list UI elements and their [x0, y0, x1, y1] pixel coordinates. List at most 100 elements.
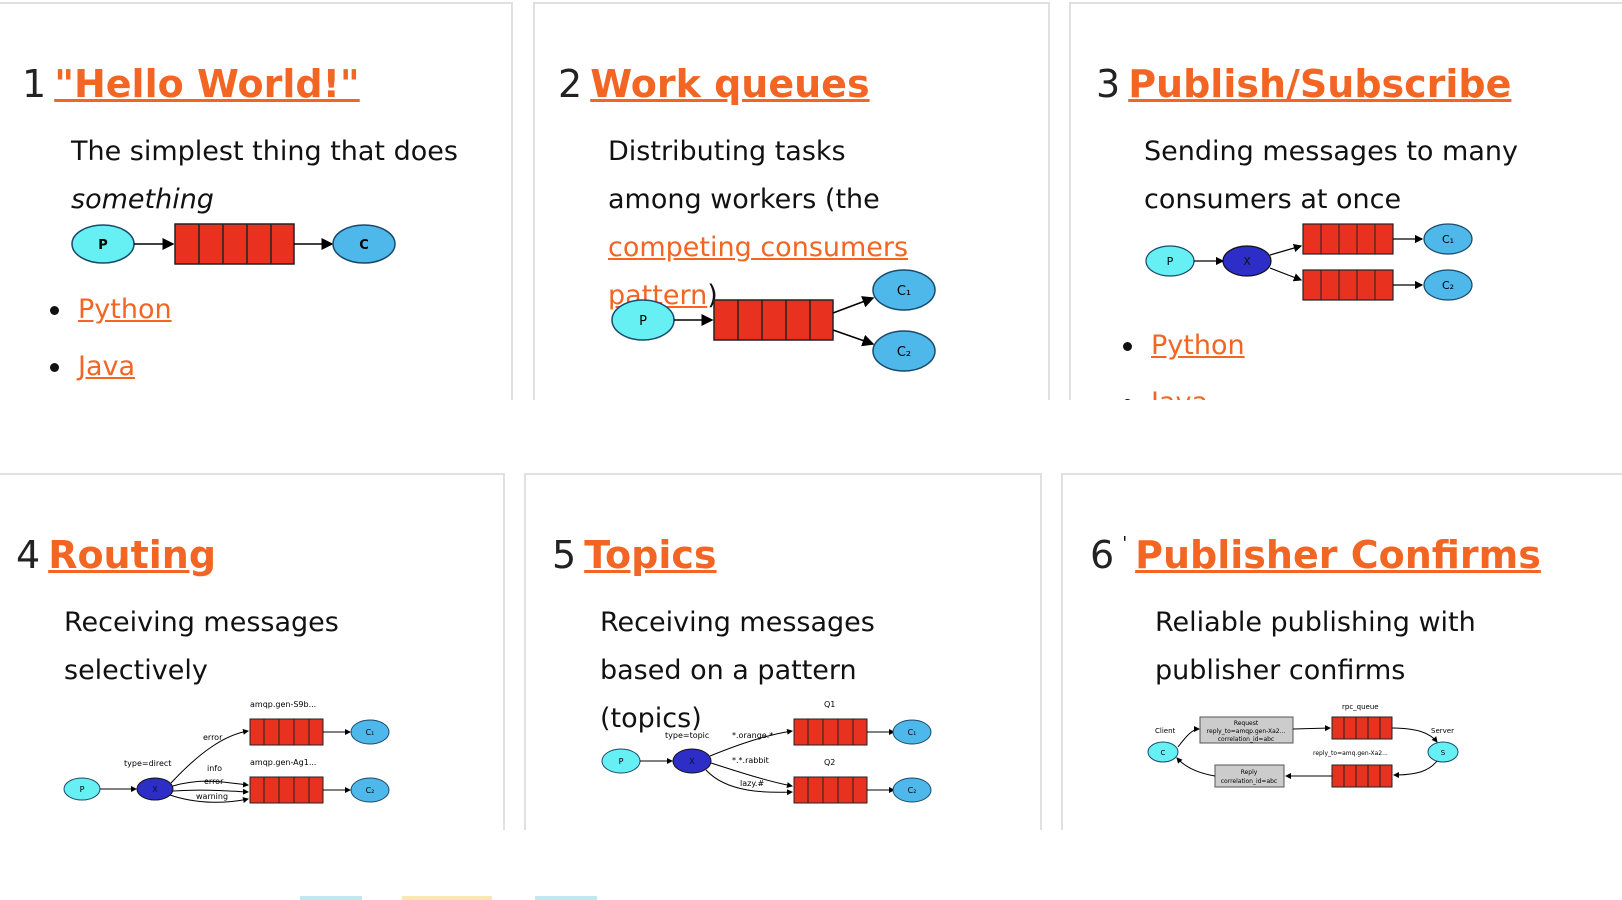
card-number: 4 [16, 533, 41, 577]
card-title: 6 ' Publisher Confirms [1090, 533, 1541, 577]
routing-diagram: P type=direct X error info error warning… [63, 700, 390, 804]
svg-text:X: X [689, 757, 695, 766]
svg-text:type=direct: type=direct [124, 759, 171, 768]
bottom-decoration-1 [300, 896, 362, 900]
card-number: 1 [22, 62, 47, 106]
svg-text:correlation_id=abc: correlation_id=abc [1218, 736, 1274, 743]
svg-text:amqp.gen-S9b...: amqp.gen-S9b... [250, 700, 316, 709]
card-number: 2 [558, 62, 583, 106]
queue-1-node [249, 718, 324, 746]
publisher-confirms-diagram: Client C Request reply_to=amqp.gen-Xa2..… [1147, 703, 1459, 788]
reply-queue-node [1331, 764, 1393, 788]
queue-node [713, 299, 834, 341]
svg-text:C₂: C₂ [908, 786, 917, 795]
title-link-publisher-confirms[interactable]: Publisher Confirms [1135, 533, 1541, 577]
client-node [1147, 741, 1179, 763]
svg-text:C: C [359, 238, 369, 253]
language-links: Python Java [48, 290, 172, 400]
svg-text:Server: Server [1431, 727, 1454, 735]
title-link-work-queues[interactable]: Work queues [590, 62, 870, 106]
svg-text:lazy.#: lazy.# [740, 779, 764, 788]
consumer-1-node [1423, 223, 1473, 255]
list-item: Java [48, 347, 172, 400]
consumer-2-node [892, 777, 932, 803]
consumer-2-node [872, 330, 936, 372]
svg-text:P: P [98, 238, 108, 253]
consumer-node [332, 224, 396, 264]
work-queues-diagram: P C₁ C₂ [611, 269, 936, 372]
list-item: Python [1121, 326, 1245, 383]
consumer-2-node [350, 777, 390, 803]
svg-text:S: S [1441, 749, 1446, 757]
svg-text:X: X [1243, 255, 1251, 268]
svg-text:warning: warning [196, 792, 228, 801]
list-item: Java [1121, 383, 1245, 400]
stray-tick: ' [1122, 533, 1128, 554]
svg-text:type=topic: type=topic [665, 731, 709, 740]
svg-text:correlation_id=abc: correlation_id=abc [1221, 778, 1277, 785]
svg-text:C₁: C₁ [1442, 233, 1454, 246]
bottom-decoration-2 [402, 896, 492, 900]
card-description: Reliable publishing with publisher confi… [1155, 607, 1476, 686]
publish-subscribe-diagram: P X C₁ C₂ [1145, 223, 1473, 301]
queue-2-node [1302, 269, 1394, 301]
reply-message-box: Reply correlation_id=abc [1214, 764, 1285, 788]
svg-text:Request: Request [1234, 720, 1259, 727]
svg-text:P: P [619, 757, 624, 766]
card-number: 5 [552, 533, 577, 577]
bottom-decoration-3 [535, 896, 597, 900]
svg-text:Q2: Q2 [824, 758, 835, 767]
queue-2-node [793, 776, 868, 804]
svg-text:*.orange.*: *.orange.* [732, 731, 773, 740]
python-link[interactable]: Python [78, 294, 172, 325]
svg-text:Q1: Q1 [824, 700, 835, 709]
queue-1-node [1302, 223, 1394, 255]
card-number: 6 [1090, 533, 1115, 577]
queue-2-node [249, 776, 324, 804]
svg-text:P: P [639, 314, 647, 329]
svg-text:reply_to=amqp.gen-Xa2...: reply_to=amqp.gen-Xa2... [1207, 728, 1286, 735]
card-description: Receiving messages selectively [64, 607, 339, 686]
title-link-publish-subscribe[interactable]: Publish/Subscribe [1128, 62, 1512, 106]
title-link-hello-world[interactable]: "Hello World!" [54, 62, 360, 106]
hello-world-diagram: P C [71, 223, 396, 265]
desc-emphasis: something [71, 184, 214, 215]
topics-diagram: P type=topic X *.orange.* *.*.rabbit laz… [601, 700, 932, 804]
tutorial-card-1: 1"Hello World!" The simplest thing that … [0, 2, 513, 400]
svg-text:X: X [152, 785, 158, 794]
consumer-2-node [1423, 269, 1473, 301]
svg-text:Reply: Reply [1241, 769, 1258, 776]
python-link[interactable]: Python [1151, 330, 1245, 361]
request-message-box: Request reply_to=amqp.gen-Xa2... correla… [1199, 716, 1294, 744]
svg-text:P: P [1167, 255, 1174, 268]
svg-text:amqp.gen-Ag1...: amqp.gen-Ag1... [250, 758, 316, 767]
exchange-node [136, 777, 174, 801]
svg-text:error: error [203, 733, 223, 742]
svg-text:C₂: C₂ [1442, 279, 1454, 292]
queue-node [174, 223, 295, 265]
server-node [1427, 741, 1459, 763]
java-link[interactable]: Java [78, 351, 136, 382]
java-link[interactable]: Java [1151, 387, 1208, 400]
svg-text:C₂: C₂ [897, 345, 911, 360]
consumer-1-node [872, 269, 936, 311]
svg-text:C₁: C₁ [897, 284, 911, 299]
language-links: Python Java [1121, 326, 1245, 400]
card-description: The simplest thing that does something [71, 136, 458, 215]
consumer-1-node [892, 719, 932, 745]
svg-text:reply_to=amq.gen-Xa2...: reply_to=amq.gen-Xa2... [1313, 750, 1388, 757]
title-link-topics[interactable]: Topics [584, 533, 717, 577]
rpc-queue-node [1331, 716, 1393, 740]
card-description: Receiving messages based on a pattern (t… [600, 607, 875, 734]
title-link-routing[interactable]: Routing [48, 533, 217, 577]
svg-text:*.*.rabbit: *.*.rabbit [732, 756, 769, 765]
svg-text:C₂: C₂ [366, 786, 375, 795]
svg-text:C₁: C₁ [908, 728, 917, 737]
